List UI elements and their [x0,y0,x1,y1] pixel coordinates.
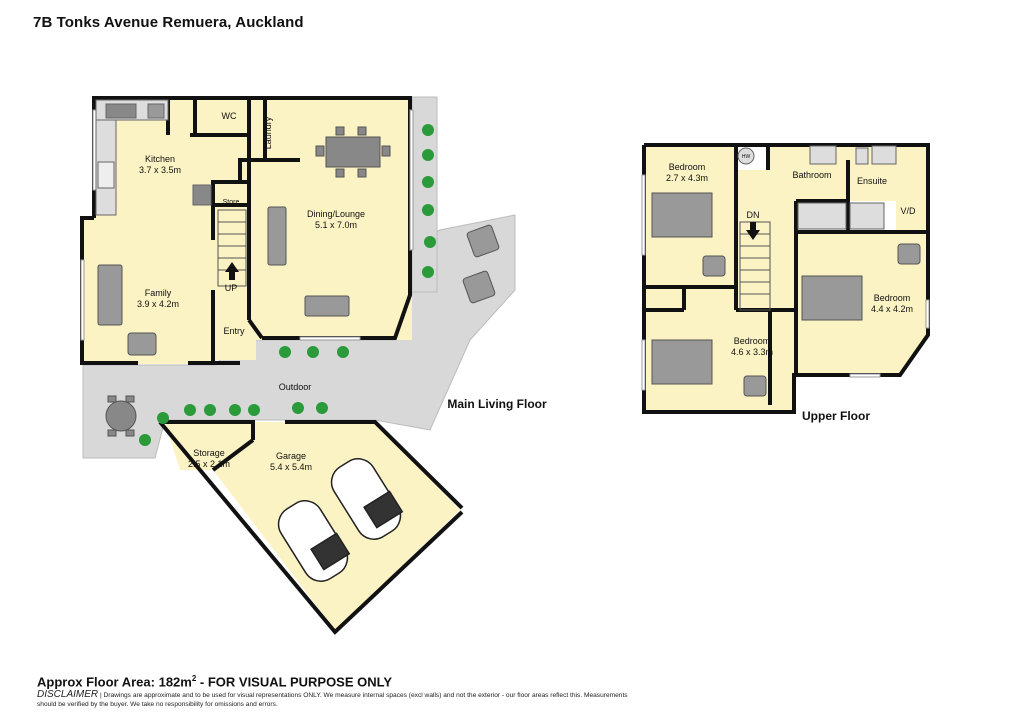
label-up: UP [225,283,238,293]
room-size-bed1: 2.7 x 4.3m [666,173,708,183]
down-arrow-icon [746,222,760,240]
room-label-entry: Entry [223,326,245,336]
floor-area-prefix: Approx Floor Area: 182m [37,674,192,690]
room-size-bed3: 4.6 x 3.3m [731,347,773,357]
up-arrow-icon [225,262,239,280]
disclaimer: DISCLAIMER | Drawings are approximate an… [37,690,637,709]
sofa-icon [97,206,500,356]
room-label-family: Family [145,288,172,298]
bathroom-fittings [737,145,897,230]
floor-area-sup: 2 [191,674,197,683]
floor-label-main: Main Living Floor [447,397,547,411]
room-size-storage: 2.5 x 2.1m [188,459,230,469]
dining-table-icon [315,126,391,178]
disclaimer-text: | Drawings are approximate and to be use… [37,692,628,708]
upper-windows [641,174,930,391]
floor-area-suffix: - FOR VISUAL PURPOSE ONLY [196,674,393,690]
room-size-dining: 5.1 x 7.0m [315,220,357,230]
room-label-kitchen: Kitchen [145,154,175,164]
room-label-wc: WC [222,111,237,121]
room-label-storage: Storage [193,448,225,458]
plant-icons [139,124,436,446]
label-dn: DN [747,210,760,220]
outdoor-table-icon [105,395,137,437]
disclaimer-heading: DISCLAIMER [37,689,99,700]
room-label-outdoor: Outdoor [279,382,312,392]
room-size-kitchen: 3.7 x 3.5m [139,165,181,175]
room-label-ensuite: Ensuite [857,176,887,186]
label-vd: V/D [900,206,916,216]
kitchen-fittings [95,99,212,216]
stairs-main [217,209,247,287]
page-title: 7B Tonks Avenue Remuera, Auckland [33,14,304,31]
room-label-bed1: Bedroom [669,162,706,172]
room-label-dining: Dining/Lounge [307,209,365,219]
room-label-store: Store [223,199,240,206]
room-label-bed2: Bedroom [874,293,911,303]
room-label-garage: Garage [276,451,306,461]
room-label-bathroom: Bathroom [792,170,831,180]
bed-icons [651,192,921,397]
floor-area: Approx Floor Area: 182m2 - FOR VISUAL PU… [37,674,392,689]
floor-label-upper: Upper Floor [802,409,870,423]
label-hw: HW [742,154,751,160]
room-label-laundry: Laundry [263,116,273,149]
room-size-garage: 5.4 x 5.4m [270,462,312,472]
room-size-family: 3.9 x 4.2m [137,299,179,309]
car-icons [277,458,404,582]
room-label-bed3: Bedroom [734,336,771,346]
room-size-bed2: 4.4 x 4.2m [871,304,913,314]
